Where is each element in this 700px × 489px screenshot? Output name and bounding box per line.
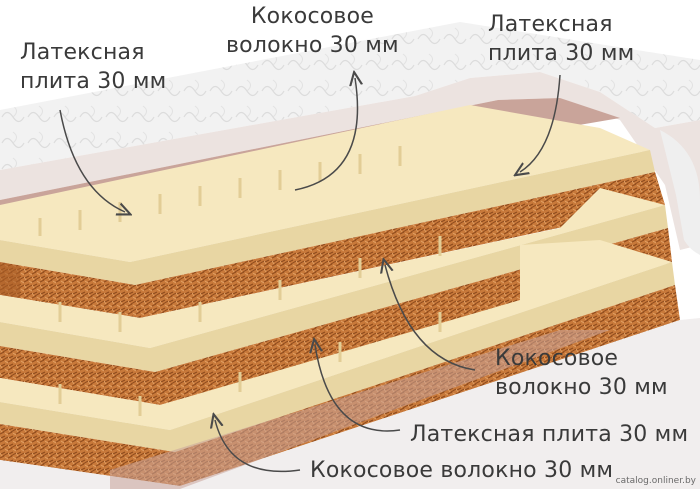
callout-coco-right-mid: Кокосовое волокно 30 мм [495, 346, 668, 400]
callout-coco-bottom: Кокосовое волокно 30 мм [310, 458, 614, 483]
arrow-latex-bottom-right [315, 345, 401, 432]
callout-latex-top-right: Латексная плита 30 мм [488, 12, 635, 66]
arrow-coco-bottom [215, 420, 301, 473]
layer-latex-1 [0, 105, 655, 285]
arrow-latex-top-right [520, 74, 561, 172]
layer-coconut-1 [0, 172, 665, 318]
callout-latex-bottom-right: Латексная плита 30 мм [410, 422, 689, 447]
latex-ridges [38, 146, 442, 416]
callout-arrows [59, 74, 561, 473]
arrow-coco-top-center [294, 78, 358, 191]
mattress-base [0, 318, 700, 489]
layer-coconut-2 [0, 228, 672, 405]
callout-coco-top-center: Кокосовое волокно 30 мм [226, 4, 399, 58]
layer-coconut-3 [0, 285, 680, 486]
callout-latex-top-left: Латексная плита 30 мм [20, 40, 167, 94]
layer-latex-3 [0, 240, 675, 452]
arrow-latex-top-left [59, 109, 125, 212]
watermark: catalog.onliner.by [615, 476, 696, 486]
layer-latex-2 [0, 188, 668, 372]
arrow-coco-right-mid [385, 265, 476, 371]
